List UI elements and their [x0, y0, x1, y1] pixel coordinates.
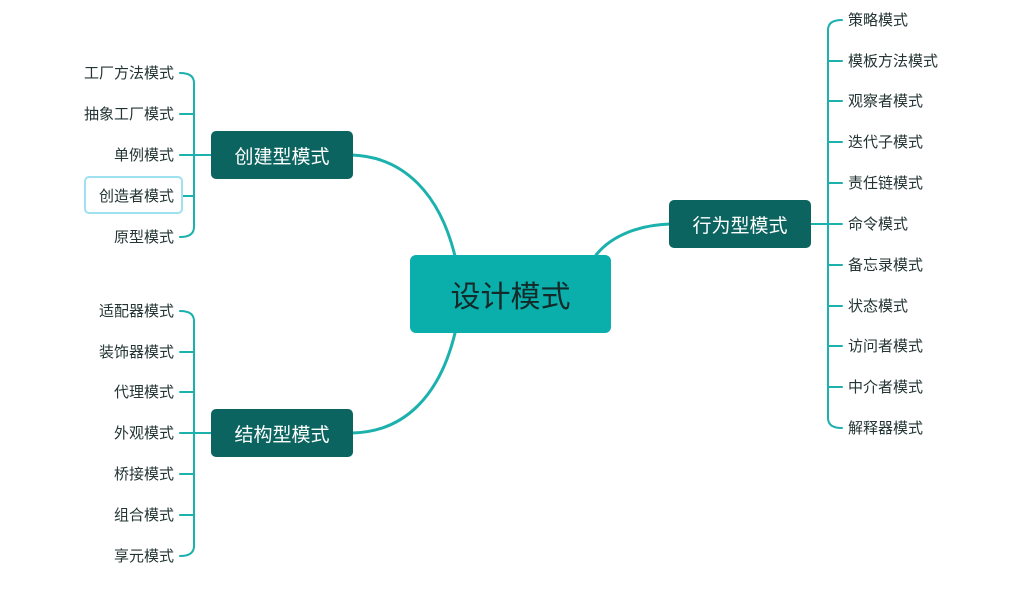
bracket-behavioral: [810, 19, 843, 429]
leaf-behavioral-observer[interactable]: 观察者模式: [848, 92, 924, 110]
branch-node-creational[interactable]: 创建型模式: [211, 131, 353, 179]
branch-node-structural[interactable]: 结构型模式: [211, 409, 353, 457]
leaf-behavioral-template-method[interactable]: 模板方法模式: [848, 52, 939, 70]
leaf-behavioral-chain-of-responsibility[interactable]: 责任链模式: [848, 174, 924, 192]
leaf-structural-flyweight[interactable]: 享元模式: [113, 547, 174, 565]
connector-root-to-behavioral: [594, 222, 672, 257]
bracket-structural: [179, 310, 212, 557]
leaf-structural-facade[interactable]: 外观模式: [113, 424, 174, 442]
leaf-creational-builder[interactable]: 创造者模式: [98, 187, 174, 205]
leaf-behavioral-visitor[interactable]: 访问者模式: [848, 337, 924, 355]
leaf-behavioral-iterator[interactable]: 迭代子模式: [848, 133, 924, 151]
leaf-brackets: [179, 19, 843, 557]
leaf-structural-proxy[interactable]: 代理模式: [113, 383, 174, 401]
leaf-structural-bridge[interactable]: 桥接模式: [113, 465, 174, 483]
connector-root-to-structural: [350, 331, 457, 435]
leaf-behavioral-mediator[interactable]: 中介者模式: [848, 378, 924, 396]
leaf-creational-singleton[interactable]: 单例模式: [113, 146, 174, 164]
leaf-structural-composite[interactable]: 组合模式: [113, 506, 174, 524]
leaf-behavioral-state[interactable]: 状态模式: [848, 297, 909, 315]
leaf-creational-factory-method[interactable]: 工厂方法模式: [83, 64, 174, 82]
leaf-structural-decorator[interactable]: 装饰器模式: [98, 343, 174, 361]
root-node-label: 设计模式: [450, 280, 571, 315]
root-node[interactable]: 设计模式: [410, 255, 611, 333]
branch-node-behavioral[interactable]: 行为型模式: [669, 200, 811, 248]
branch-label-creational: 创建型模式: [234, 145, 330, 168]
leaf-structural-adapter[interactable]: 适配器模式: [98, 302, 174, 320]
connector-root-to-creational: [350, 153, 457, 258]
root-connectors: [350, 153, 672, 435]
leaf-behavioral-interpreter[interactable]: 解释器模式: [848, 419, 924, 437]
leaf-behavioral-memento[interactable]: 备忘录模式: [848, 256, 924, 274]
branch-label-structural: 结构型模式: [234, 423, 330, 446]
selected-leaf-outline: [84, 176, 183, 214]
leaf-behavioral-strategy[interactable]: 策略模式: [848, 11, 909, 29]
leaf-creational-prototype[interactable]: 原型模式: [113, 228, 174, 246]
leaf-creational-abstract-factory[interactable]: 抽象工厂模式: [83, 105, 174, 123]
leaf-behavioral-command[interactable]: 命令模式: [848, 215, 909, 233]
bracket-creational: [179, 72, 212, 238]
branch-label-behavioral: 行为型模式: [692, 214, 788, 237]
